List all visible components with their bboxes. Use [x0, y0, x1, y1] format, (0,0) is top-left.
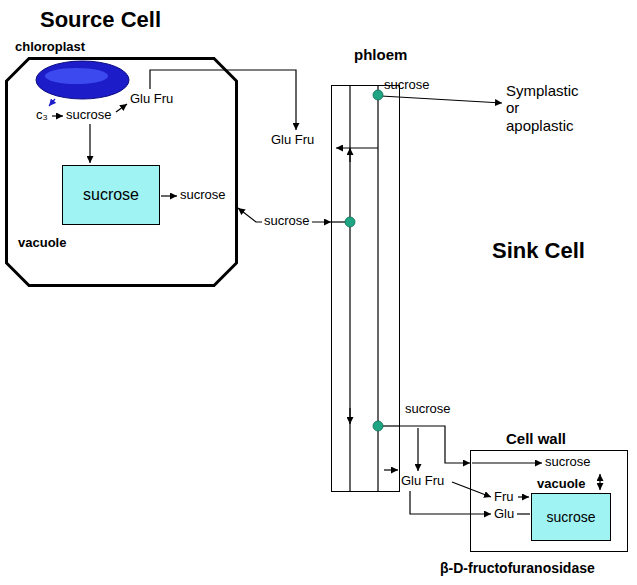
flow-arrow — [52, 115, 63, 116]
flow-arrow — [161, 195, 177, 196]
chloroplast-body — [36, 61, 129, 99]
transporter-dot — [373, 90, 383, 100]
flow-arrow — [417, 428, 418, 471]
cell-title: Source Cell — [40, 7, 161, 32]
cell-wall-label: Cell wall — [506, 430, 566, 447]
chloroplast-highlight — [45, 68, 108, 84]
flow-arrow — [336, 147, 378, 148]
flow-arrow — [349, 408, 350, 424]
flow-line — [517, 513, 530, 514]
vacuole-box: sucrose — [62, 165, 160, 225]
vacuole-label: vacuole — [537, 477, 585, 492]
subscript-label: c₃ — [36, 108, 48, 123]
flow-arrow — [452, 482, 491, 497]
sieve-line — [349, 86, 350, 491]
chloroplast-shape — [35, 60, 130, 100]
vacuole-content: sucrose — [83, 186, 139, 204]
flow-arrow — [472, 462, 542, 463]
flow-arrow — [89, 124, 90, 163]
flow-arrow — [410, 491, 491, 514]
drawing-part — [345, 90, 383, 431]
cell-title: Sink Cell — [492, 238, 585, 263]
sugar-label: sucrose — [180, 188, 226, 203]
organelle-label: chloroplast — [15, 40, 85, 55]
cell-membrane — [7, 59, 237, 286]
enzyme-label: β-D-fructofuranosidase — [440, 560, 595, 576]
flow-line — [331, 221, 346, 222]
flow-arrow — [349, 148, 350, 162]
transporter-dot — [373, 421, 383, 431]
sugar-label: Fru — [494, 490, 514, 505]
transport-arrow — [400, 426, 470, 463]
flow-arrow — [599, 474, 600, 490]
sugar-label: sucrose — [66, 108, 112, 123]
sugar-label: sucrose — [545, 455, 591, 470]
sugar-label: Glu — [494, 507, 514, 522]
sugar-label: Glu Fru — [401, 474, 444, 489]
vacuole-content: sucrose — [546, 509, 595, 525]
phloem-label: phloem — [354, 46, 407, 63]
sugar-label: sucrose — [405, 402, 451, 417]
edge-label: sucrose — [262, 214, 312, 229]
sugar-label: Glu Fru — [130, 92, 173, 107]
drawing-part — [49, 70, 600, 514]
flow-arrow — [518, 496, 529, 497]
organelle-label: vacuole — [18, 236, 66, 251]
vacuole-box: vacuolesucrose — [531, 493, 611, 541]
flow-arrow — [49, 99, 55, 106]
sugar-label: Glu Fru — [271, 133, 314, 148]
sugar-label: sucrose — [384, 78, 430, 93]
cell-outline: Source Cellchloroplastsucrose — [5, 57, 238, 287]
transporter-dot — [345, 217, 355, 227]
flow-arrow — [116, 104, 127, 112]
pathway-label: Symplastic or apoplastic — [506, 82, 586, 134]
chloroplast: chloroplast — [35, 60, 130, 100]
phloem-tube: phloem — [331, 85, 400, 492]
flow-arrow — [384, 469, 398, 470]
